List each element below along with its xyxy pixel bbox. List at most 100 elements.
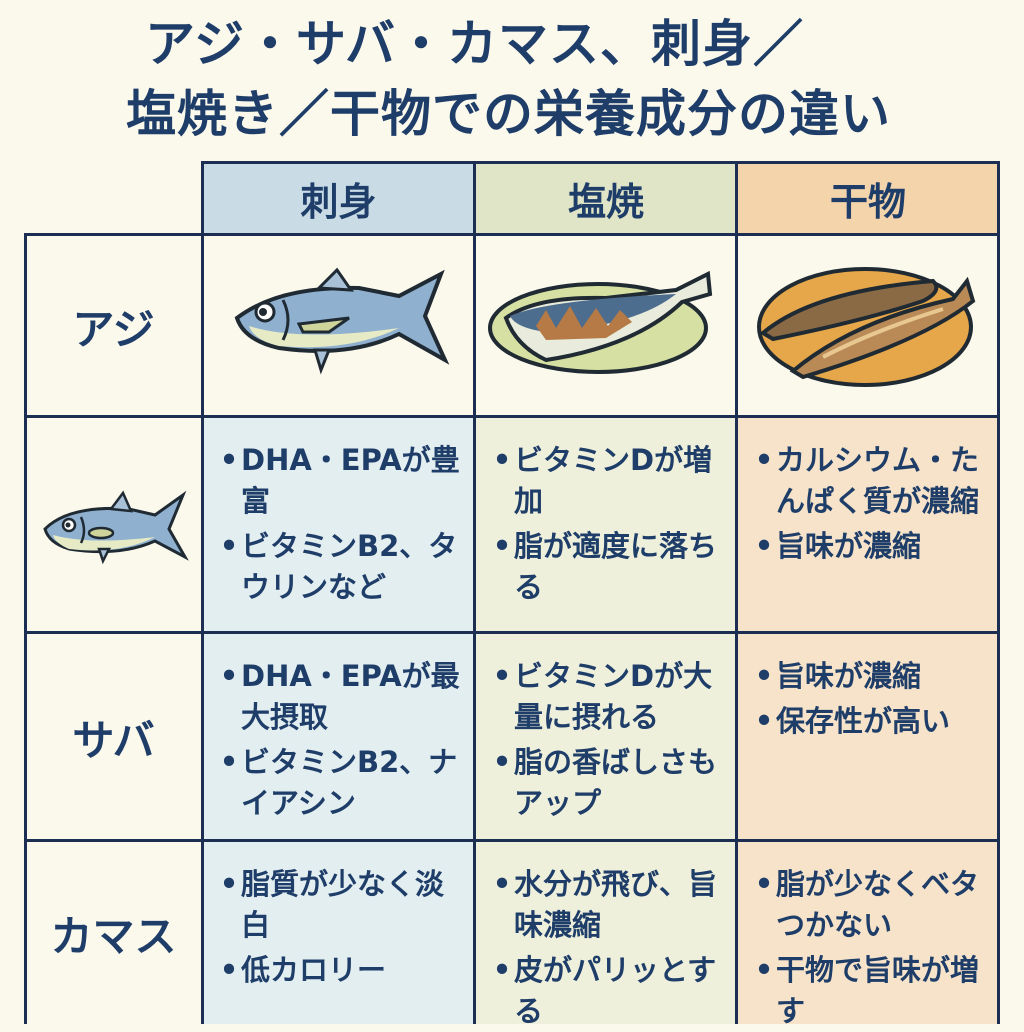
- bullet-icon: •: [754, 704, 774, 738]
- nutrient-text: ビタミンDが大量に摂れる: [514, 659, 713, 734]
- bullet-icon: •: [219, 443, 239, 477]
- bullet-icon: •: [219, 745, 239, 779]
- cell-aji-shioyaki: •ビタミンDが増加 •脂が適度に落ちる: [476, 418, 736, 632]
- row-label-text: アジ: [72, 304, 155, 354]
- bullet-icon: •: [492, 867, 512, 901]
- nutrient-list: •DHA・EPAが最大摂取 •ビタミンB2、ナイアシン: [203, 634, 474, 824]
- nutrient-list: •DHA・EPAが豊富 •ビタミンB2、タウリンなど: [203, 418, 474, 608]
- nutrient-text: DHA・EPAが最大摂取: [241, 659, 460, 734]
- bullet-icon: •: [754, 867, 774, 901]
- fish-icon: [42, 490, 189, 565]
- nutrient-text: 脂が少なくベタつかない: [776, 867, 980, 942]
- nutrient-text: 脂の香ばしさもアップ: [514, 745, 718, 820]
- nutrient-item: •DHA・EPAが最大摂取: [217, 656, 464, 738]
- grid-line: [24, 233, 27, 1024]
- title-line-1: アジ・サバ・カマス、刺身／: [145, 15, 804, 73]
- grid-line: [201, 161, 204, 1024]
- grid-line: [24, 233, 1000, 236]
- bullet-icon: •: [492, 443, 512, 477]
- column-header-sashimi: 刺身: [203, 163, 474, 234]
- bullet-icon: •: [219, 659, 239, 693]
- grid-line: [24, 415, 1000, 418]
- cell-aji-himono: •カルシウム・たんぱく質が濃縮 •旨味が濃縮: [738, 418, 998, 632]
- nutrient-item: •旨味が濃縮: [752, 526, 988, 567]
- dried-fish-plate-icon: [757, 267, 976, 387]
- grid-line: [735, 161, 738, 1024]
- row-label-text: サバ: [72, 715, 155, 765]
- nutrient-item: •低カロリー: [217, 950, 464, 991]
- nutrient-item: •脂が適度に落ちる: [490, 526, 726, 608]
- grid-line: [473, 161, 476, 1024]
- sashimi-image-cell: [203, 236, 474, 416]
- nutrient-item: •皮がパリッとする: [490, 950, 726, 1032]
- nutrient-text: 水分が飛び、旨味濃縮: [514, 867, 718, 942]
- grid-line: [24, 839, 1000, 842]
- row-label-saba: サバ: [26, 634, 201, 840]
- column-header-label: 刺身: [300, 180, 377, 224]
- cell-kamasu-shioyaki: •水分が飛び、旨味濃縮 •皮がパリッとする: [476, 842, 736, 1028]
- nutrient-list: •旨味が濃縮 •保存性が高い: [738, 634, 998, 742]
- nutrient-item: •水分が飛び、旨味濃縮: [490, 864, 726, 946]
- bullet-icon: •: [492, 953, 512, 987]
- column-header-himono: 干物: [738, 163, 998, 234]
- grid-line: [24, 631, 1000, 634]
- nutrient-item: •旨味が濃縮: [752, 656, 988, 697]
- bullet-icon: •: [219, 867, 239, 901]
- nutrient-item: •ビタミンB2、タウリンなど: [217, 526, 464, 608]
- nutrient-list: •ビタミンDが増加 •脂が適度に落ちる: [476, 418, 736, 608]
- row-label-aji: アジ: [26, 236, 201, 416]
- nutrient-item: •脂質が少なく淡白: [217, 864, 464, 946]
- nutrient-item: •脂の香ばしさもアップ: [490, 742, 726, 824]
- bullet-icon: •: [492, 745, 512, 779]
- shioyaki-image-cell: [476, 236, 736, 416]
- nutrient-item: •カルシウム・たんぱく質が濃縮: [752, 440, 988, 522]
- nutrient-item: •干物で旨味が増す: [752, 950, 988, 1032]
- bullet-icon: •: [754, 443, 774, 477]
- nutrient-text: 旨味が濃縮: [776, 529, 922, 563]
- column-header-label: 塩焼: [567, 180, 644, 224]
- grilled-fish-plate-icon: [488, 270, 713, 374]
- cell-saba-sashimi: •DHA・EPAが最大摂取 •ビタミンB2、ナイアシン: [203, 634, 474, 840]
- nutrient-item: •ビタミンB2、ナイアシン: [217, 742, 464, 824]
- bullet-icon: •: [219, 529, 239, 563]
- nutrient-item: •保存性が高い: [752, 701, 988, 742]
- nutrient-text: ビタミンB2、タウリンなど: [241, 529, 458, 604]
- nutrient-list: •水分が飛び、旨味濃縮 •皮がパリッとする: [476, 842, 736, 1032]
- title-line-2: 塩焼き／干物での栄養成分の違い: [126, 85, 891, 143]
- bullet-icon: •: [219, 953, 239, 987]
- nutrient-text: カルシウム・たんぱく質が濃縮: [776, 443, 980, 518]
- nutrient-text: 干物で旨味が増す: [776, 953, 980, 1028]
- nutrient-text: 旨味が濃縮: [776, 659, 922, 693]
- raw-fish-icon: [234, 267, 449, 375]
- bullet-icon: •: [492, 659, 512, 693]
- nutrient-list: •ビタミンDが大量に摂れる •脂の香ばしさもアップ: [476, 634, 736, 824]
- nutrient-text: ビタミンB2、ナイアシン: [241, 745, 458, 820]
- nutrient-text: DHA・EPAが豊富: [241, 443, 460, 518]
- row-label-kamasu: カマス: [26, 842, 201, 1024]
- cell-kamasu-sashimi: •脂質が少なく淡白 •低カロリー: [203, 842, 474, 1024]
- cell-kamasu-himono: •脂が少なくベタつかない •干物で旨味が増す: [738, 842, 998, 1028]
- cell-saba-himono: •旨味が濃縮 •保存性が高い: [738, 634, 998, 840]
- column-header-label: 干物: [829, 180, 906, 224]
- row-label-text: カマス: [50, 911, 177, 961]
- nutrient-text: 低カロリー: [241, 953, 387, 987]
- nutrient-text: 保存性が高い: [776, 704, 951, 738]
- nutrient-text: 脂が適度に落ちる: [514, 529, 718, 604]
- nutrient-item: •脂が少なくベタつかない: [752, 864, 988, 946]
- row-fish-icon-cell: [26, 418, 201, 632]
- nutrient-item: •ビタミンDが大量に摂れる: [490, 656, 726, 738]
- cell-aji-sashimi: •DHA・EPAが豊富 •ビタミンB2、タウリンなど: [203, 418, 474, 632]
- bullet-icon: •: [754, 953, 774, 987]
- cell-saba-shioyaki: •ビタミンDが大量に摂れる •脂の香ばしさもアップ: [476, 634, 736, 840]
- grid-line: [201, 161, 1000, 164]
- nutrient-text: 皮がパリッとする: [514, 953, 717, 1028]
- nutrient-item: •DHA・EPAが豊富: [217, 440, 464, 522]
- bullet-icon: •: [754, 529, 774, 563]
- column-header-shioyaki: 塩焼: [476, 163, 736, 234]
- nutrient-list: •カルシウム・たんぱく質が濃縮 •旨味が濃縮: [738, 418, 998, 567]
- nutrient-text: 脂質が少なく淡白: [241, 867, 445, 942]
- himono-image-cell: [738, 236, 998, 416]
- nutrient-list: •脂質が少なく淡白 •低カロリー: [203, 842, 474, 991]
- grid-line: [997, 161, 1000, 1024]
